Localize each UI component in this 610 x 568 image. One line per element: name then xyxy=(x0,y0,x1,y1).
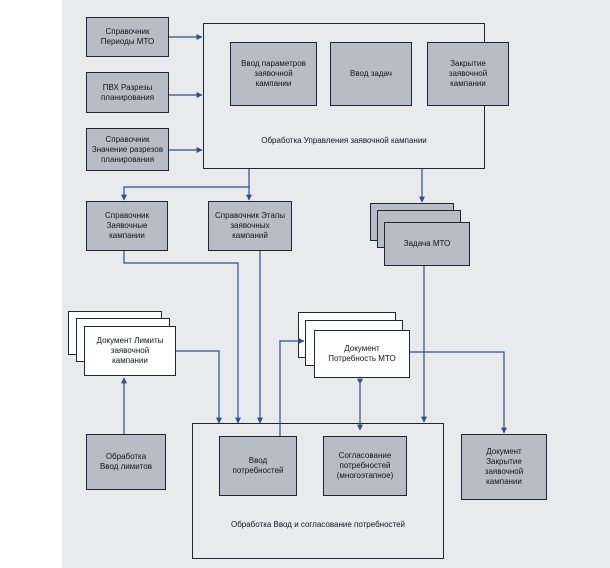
need-input-box: Ввод потребностей xyxy=(219,436,297,496)
ref-campaigns-box: Справочник Заявочные кампании xyxy=(86,201,168,251)
pvh-cuts-box: ПВХ Разрезы планирования xyxy=(86,72,169,113)
doc-limits-box: Документ Лимиты заявочной кампании xyxy=(84,326,176,376)
ref-periods-box: Справочник Периоды МТО xyxy=(86,17,169,57)
task-mto-box: Задача МТО xyxy=(384,222,470,266)
limits-input-box: Обработка Ввод лимитов xyxy=(86,434,166,490)
doc-close-box: Документ Закрытие заявочной кампании xyxy=(461,434,547,500)
ref-cut-values-box: Справочник Значение разрезов планировани… xyxy=(86,128,169,171)
param-input-box: Ввод параметров заявочной кампании xyxy=(230,42,317,106)
ref-stages-box: Справочник Этапы заявочных кампаний xyxy=(208,201,292,251)
campaign-close-box: Закрытие заявочной кампании xyxy=(427,42,509,106)
doc-need-box: Документ Потребность МТО xyxy=(314,330,410,378)
need-processing-title: Обработка Ввод и согласование потребност… xyxy=(230,520,406,529)
need-approval-box: Согласование потребностей (многоэтапное) xyxy=(323,436,407,496)
task-input-box: Ввод задач xyxy=(330,42,412,106)
campaign-management-title: Обработка Управления заявочной кампании xyxy=(261,136,427,145)
